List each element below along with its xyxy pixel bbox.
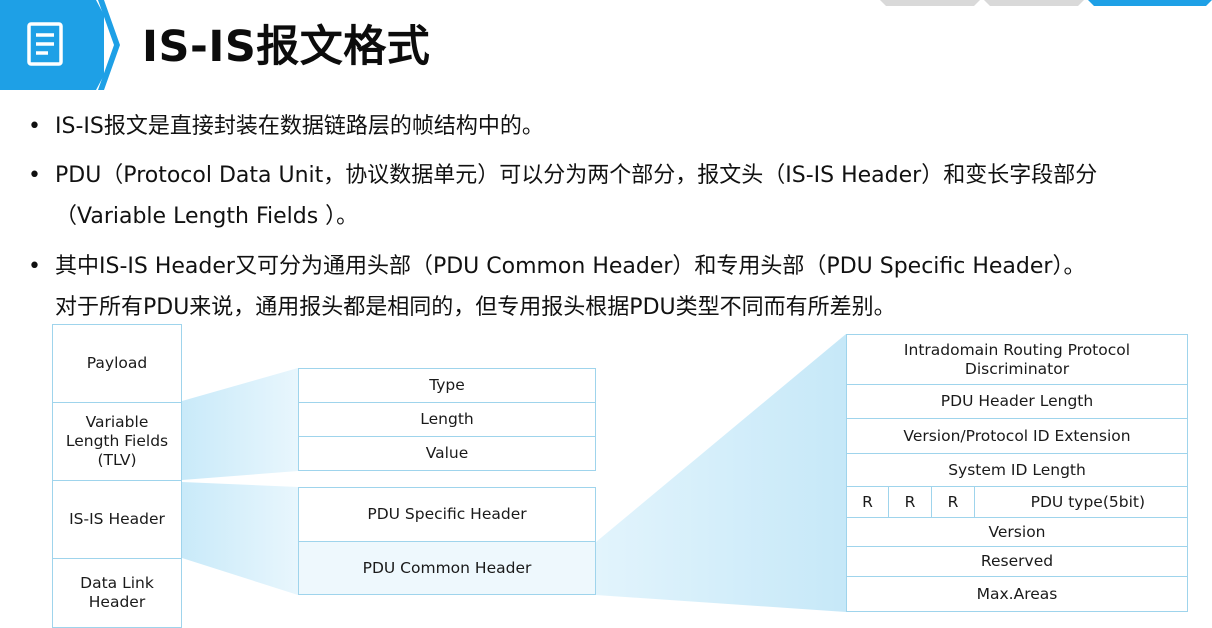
frame-data-link-header: Data Link Header [52,558,182,628]
expansion-bands [182,334,846,612]
isis-header-expansion-band [182,482,298,595]
pdu-specific-header: PDU Specific Header [298,487,596,542]
field-pdu-type: PDU type(5bit) [974,486,1188,518]
frame-payload: Payload [52,324,182,403]
tlv-expansion-band [182,368,298,480]
field-irpd: Intradomain Routing Protocol Discriminat… [846,334,1188,385]
bullet-text: IS-IS报文是直接封装在数据链路层的帧结构中的。 [55,114,544,139]
field-reserved-bit-3: R [931,486,975,518]
pdu-common-header: PDU Common Header [298,541,596,595]
tlv-type: Type [298,368,596,403]
field-version: Version [846,517,1188,547]
isis-packet-diagram: Payload Variable Length Fields (TLV) IS-… [0,320,1212,628]
frame-tlv: Variable Length Fields (TLV) [52,402,182,481]
bullet-dot: • [28,114,41,139]
corner-tab-strip [880,0,1212,6]
bullet-text: （Variable Length Fields ）。 [55,204,359,229]
field-system-id-length: System ID Length [846,453,1188,487]
field-reserved: Reserved [846,546,1188,577]
bullet-text: 对于所有PDU来说，通用报头都是相同的，但专用报头根据PDU类型不同而有所差别。 [55,295,896,320]
page-title: IS-IS报文格式 [142,22,431,72]
tlv-length: Length [298,402,596,437]
field-max-areas: Max.Areas [846,576,1188,612]
common-header-expansion-band [596,334,846,612]
field-reserved-bit-2: R [888,486,932,518]
document-icon [27,22,63,66]
field-pdu-header-length: PDU Header Length [846,384,1188,419]
bullet-text: PDU（Protocol Data Unit，协议数据单元）可以分为两个部分，报… [55,163,1098,188]
banner-chevron [98,0,120,90]
frame-isis-header: IS-IS Header [52,480,182,559]
bullet-text: 其中IS-IS Header又可分为通用头部（PDU Common Header… [55,254,1086,279]
bullet-dot: • [28,163,41,188]
bullet-dot: • [28,254,41,279]
field-reserved-bit-1: R [846,486,889,518]
tlv-value: Value [298,436,596,471]
field-version-protocol-id-extension: Version/Protocol ID Extension [846,418,1188,454]
